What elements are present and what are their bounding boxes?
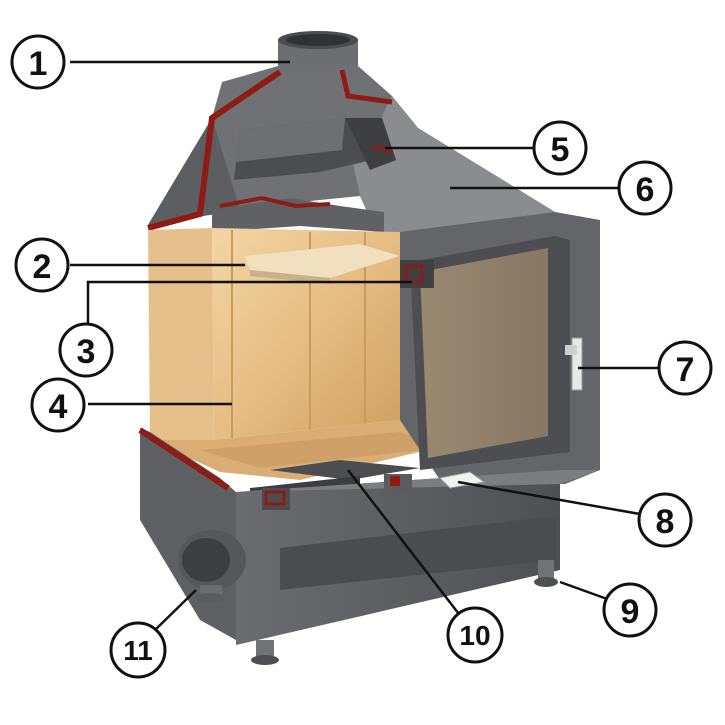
callout-2: 2	[14, 237, 70, 293]
callout-7: 7	[657, 340, 713, 396]
callout-7-label: 7	[676, 351, 695, 389]
baffle-plate	[244, 244, 400, 284]
leader-11	[154, 589, 197, 631]
callout-9: 9	[602, 582, 658, 638]
callout-10-label: 10	[459, 620, 490, 651]
callout-6: 6	[617, 160, 673, 216]
callout-1: 1	[10, 34, 66, 90]
air-intake-spigot	[178, 530, 246, 603]
callout-8-label: 8	[656, 503, 675, 541]
flue-baffle	[234, 118, 396, 180]
adjustable-feet	[251, 560, 558, 665]
callout-1-label: 1	[29, 45, 48, 83]
leader-3	[86, 280, 412, 338]
callout-3: 3	[58, 322, 114, 378]
leader-10	[347, 469, 463, 619]
door-frame	[400, 212, 600, 484]
callout-11-label: 11	[123, 635, 153, 666]
leader-lines	[70, 60, 660, 631]
callout-8: 8	[637, 492, 693, 548]
callout-4-label: 4	[49, 388, 68, 426]
callout-4: 4	[30, 377, 86, 433]
deflector-plates	[212, 195, 384, 232]
callout-11: 11	[109, 621, 167, 679]
callout-3-label: 3	[77, 333, 96, 371]
leader-8	[457, 480, 641, 516]
callout-6-label: 6	[636, 171, 655, 209]
callout-2-label: 2	[33, 248, 52, 286]
base-frame	[236, 470, 600, 645]
door-seal	[400, 260, 434, 288]
callouts: 1 2 3 4 5 6 7 8	[10, 34, 713, 679]
callout-5: 5	[532, 120, 588, 176]
callout-10: 10	[446, 606, 504, 664]
leader-9	[559, 580, 611, 602]
callout-9-label: 9	[621, 593, 640, 631]
callout-5-label: 5	[551, 131, 570, 169]
